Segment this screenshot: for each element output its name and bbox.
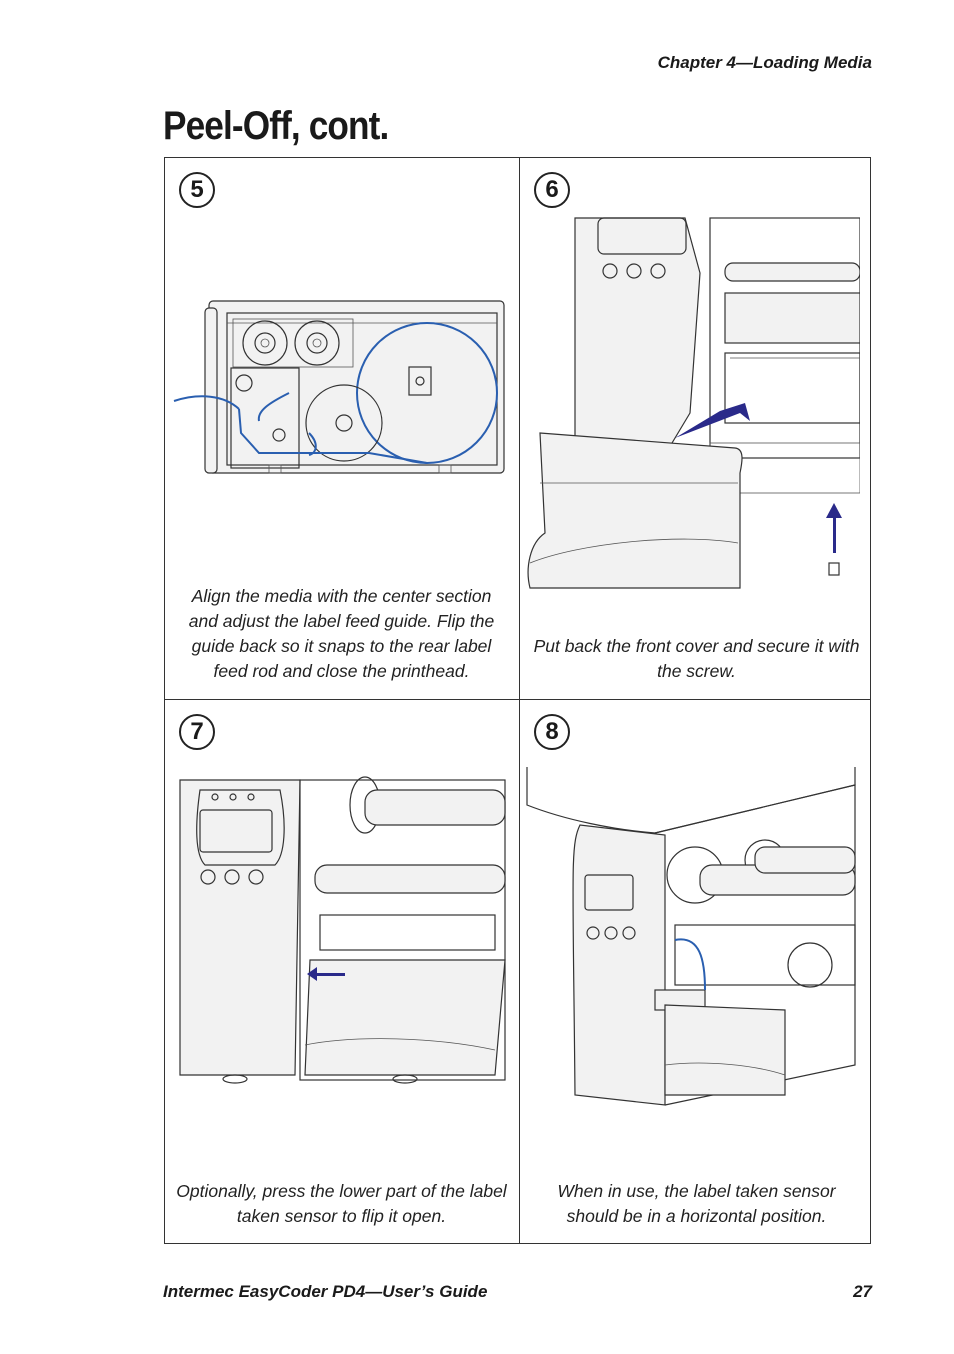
step-6-caption: Put back the front cover and secure it w… [533, 636, 860, 681]
printer-side-view-illustration [173, 300, 505, 474]
front-cover-illustration [527, 217, 860, 589]
step-5-caption: Align the media with the center section … [188, 586, 495, 681]
step-8-cell: 8 When in use, the label taken sensor sh… [520, 700, 873, 1245]
chapter-header: Chapter 4—Loading Media [657, 53, 872, 72]
step-6-number: 6 [534, 172, 570, 208]
step-5-cell: 5 Align the media with the center secti [165, 158, 518, 699]
step-7-caption: Optionally, press the lower part of the … [176, 1181, 507, 1226]
grid-divider-vertical [519, 158, 520, 1243]
step-7-number: 7 [179, 714, 215, 750]
step-6-cell: 6 Put back the front cover and secure it… [520, 158, 873, 699]
printer-front-open-illustration [179, 776, 506, 1084]
page-title: Peel-Off, cont. [163, 104, 389, 148]
step-8-number: 8 [534, 714, 570, 750]
step-5-number: 5 [179, 172, 215, 208]
grid-divider-horizontal [165, 699, 870, 700]
step-8-caption: When in use, the label taken sensor shou… [557, 1181, 836, 1226]
steps-grid: 5 Align the media with the center secti [164, 157, 871, 1244]
footer-guide-title: Intermec EasyCoder PD4—User’s Guide [163, 1282, 488, 1301]
printer-sensor-illustration [526, 767, 856, 1106]
footer-page-number: 27 [853, 1282, 872, 1301]
step-7-cell: 7 Optionally, press the lower part of th… [165, 700, 518, 1245]
